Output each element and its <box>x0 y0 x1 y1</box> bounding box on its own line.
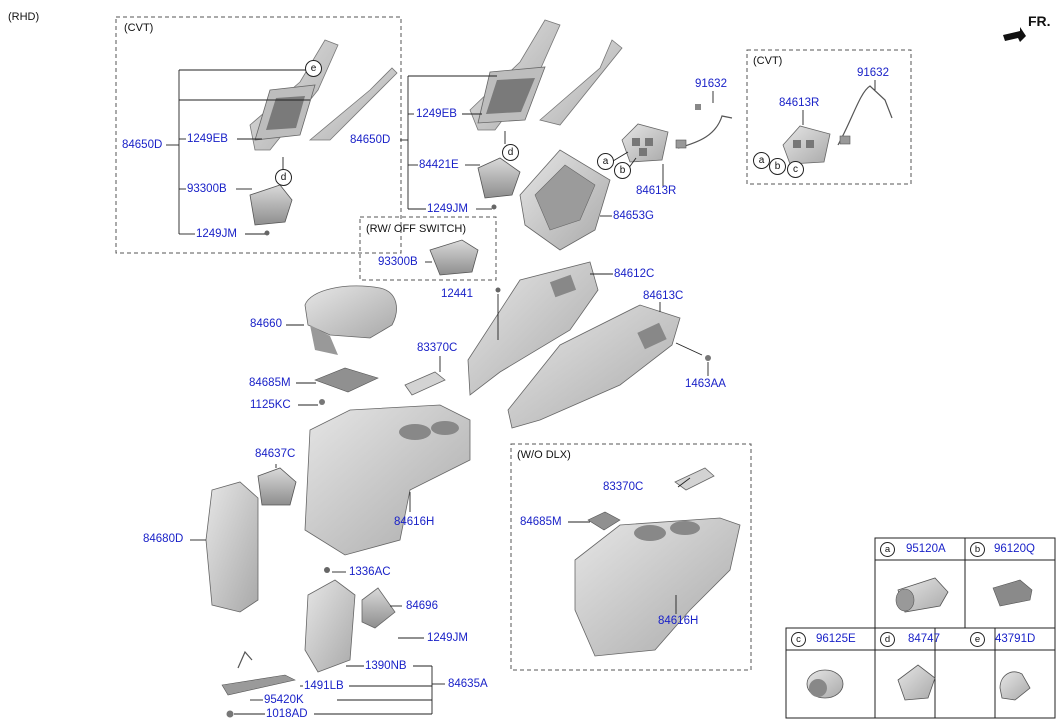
label-84680D: 84680D <box>143 533 184 545</box>
label-84660: 84660 <box>250 318 282 330</box>
table-key-b: b <box>970 542 985 557</box>
switch-93300B-center <box>429 239 479 276</box>
parts-table-grid <box>874 537 1056 719</box>
label-84613C: 84613C <box>643 290 684 302</box>
table-code-43791D: 43791D <box>995 633 1036 645</box>
wiring-91632-cvt <box>837 85 893 146</box>
label-1018AD: 1018AD <box>266 708 308 720</box>
label-95420K: 95420K <box>264 694 304 706</box>
label-84685M-wodlx: 84685M <box>520 516 562 528</box>
callout-a: a <box>597 153 614 170</box>
leaders-center <box>400 75 506 210</box>
label-83370C: 83370C <box>417 342 458 354</box>
switch-panel-84613R <box>621 123 669 163</box>
bracket-84635A <box>221 579 396 696</box>
cvt-right-box <box>746 49 912 185</box>
table-code-96125E: 96125E <box>816 633 856 645</box>
label-84650D: 84650D <box>350 134 391 146</box>
label-91632: 91632 <box>695 78 727 90</box>
label-84616H: 84616H <box>394 516 435 528</box>
label-84637C: 84637C <box>255 448 296 460</box>
label-1125KC: 1125KC <box>250 399 291 411</box>
wo-dlx-title: (W/O DLX) <box>517 449 571 461</box>
table-key-a: a <box>880 542 895 557</box>
callout-c-cvt: c <box>787 161 804 178</box>
callout-b: b <box>614 162 631 179</box>
callout-a-cvt: a <box>753 152 770 169</box>
table-part-icons <box>806 577 1033 701</box>
table-key-c: c <box>791 632 806 647</box>
label-91632-cvt: 91632 <box>857 67 889 79</box>
part-84421E <box>477 157 521 199</box>
table-code-95120A: 95120A <box>906 543 946 555</box>
label-84421E: 84421E <box>419 159 459 171</box>
part-84637C <box>257 467 297 506</box>
shift-panel-center <box>469 19 623 131</box>
label-1491LB: 1491LB <box>304 680 344 692</box>
label-83370C-wodlx: 83370C <box>603 481 644 493</box>
variant-label: (RHD) <box>8 11 40 23</box>
label-84613R: 84613R <box>636 185 677 197</box>
tray-83370C-main <box>404 371 446 396</box>
rear-cover-84680D <box>205 481 259 613</box>
label-1390NB: 1390NB <box>365 660 407 672</box>
mat-84685M-wodlx <box>587 511 621 531</box>
label-1249EB: 1249EB <box>416 108 457 120</box>
label-84613R-cvt: 84613R <box>779 97 820 109</box>
switch-panel-84613R-cvt <box>782 125 831 165</box>
console-84616H-wodlx <box>574 517 741 657</box>
label-84685M: 84685M <box>249 377 291 389</box>
leaders-left <box>166 69 310 235</box>
rw-off-switch-box <box>359 216 497 281</box>
label-84650D-cvt: 84650D <box>122 139 163 151</box>
table-key-d: d <box>880 632 895 647</box>
label-93300B-rw: 93300B <box>378 256 418 268</box>
front-arrow-icon <box>1003 27 1026 42</box>
switch-93300B-left <box>249 184 293 226</box>
cvt-left-title: (CVT) <box>124 22 154 34</box>
label-1249JM-bracket: 1249JM <box>427 632 468 644</box>
side-panel-84613C <box>507 304 681 429</box>
console-84616H-main <box>304 404 471 556</box>
table-code-96120Q: 96120Q <box>994 543 1035 555</box>
label-84696: 84696 <box>406 600 438 612</box>
label-12441: 12441 <box>441 288 473 300</box>
side-panel-84612C <box>467 261 599 396</box>
table-key-e: e <box>970 632 985 647</box>
bracket-84653G <box>519 149 611 251</box>
rw-off-title: (RW/ OFF SWITCH) <box>366 223 466 235</box>
callout-e: e <box>305 60 322 77</box>
label-1249JM: 1249JM <box>427 203 468 215</box>
armrest-84660 <box>304 285 397 355</box>
cvt-left-box <box>115 16 402 254</box>
front-direction-label: FR. <box>1028 13 1051 29</box>
tray-83370C-wodlx <box>674 467 715 491</box>
label-84612C: 84612C <box>614 268 655 280</box>
callout-b-cvt: b <box>769 158 786 175</box>
mat-84685M-main <box>314 367 379 393</box>
label-84653G: 84653G <box>613 210 654 222</box>
label-1463AA: 1463AA <box>685 378 726 390</box>
label-84616H-wodlx: 84616H <box>658 615 699 627</box>
callout-d-left: d <box>275 169 292 186</box>
label-1336AC: 1336AC <box>349 566 391 578</box>
label-84635A: 84635A <box>448 678 488 690</box>
callout-d-center: d <box>502 144 519 161</box>
cvt-right-title: (CVT) <box>753 55 783 67</box>
label-1249JM-cvt: 1249JM <box>196 228 237 240</box>
label-93300B-cvt: 93300B <box>187 183 227 195</box>
label-1249EB-cvt: 1249EB <box>187 133 228 145</box>
table-code-84747: 84747 <box>908 633 940 645</box>
wo-dlx-box <box>510 443 752 671</box>
